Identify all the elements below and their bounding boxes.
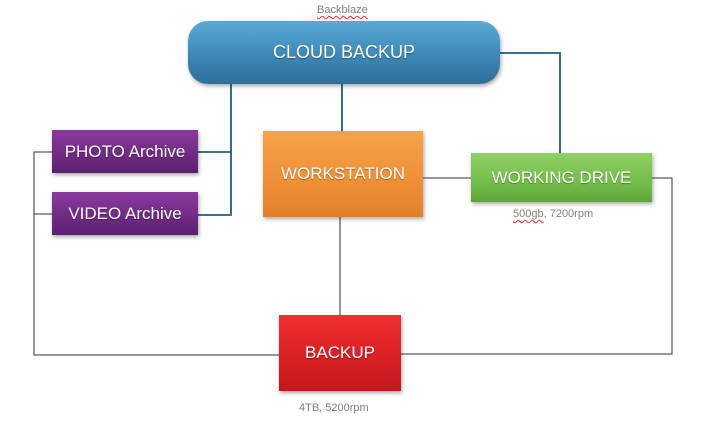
working-drive-node[interactable]: WORKING DRIVE: [471, 153, 652, 202]
video-archive-label: VIDEO Archive: [68, 203, 182, 223]
backup-caption-text: 4TB, 5200rpm: [299, 402, 369, 414]
backup-node[interactable]: BACKUP: [279, 315, 401, 391]
connector-cloud-to-archives: [198, 84, 232, 216]
cloud-backup-caption-text: Backblaze: [317, 4, 368, 16]
cloud-backup-node[interactable]: CLOUD BACKUP: [188, 21, 500, 84]
photo-archive-label: PHOTO Archive: [64, 141, 186, 161]
working-drive-label: WORKING DRIVE: [491, 167, 632, 187]
working-drive-caption: 500gb, 7200rpm: [513, 208, 593, 220]
photo-archive-node[interactable]: PHOTO Archive: [52, 130, 198, 173]
connector-drive-to-backup: [401, 177, 673, 355]
connector-archives-to-backup: [33, 151, 279, 356]
working-drive-caption-size: 500gb: [513, 208, 544, 220]
cloud-backup-caption: Backblaze: [317, 4, 368, 16]
working-drive-caption-speed: , 7200rpm: [543, 208, 594, 220]
connector-cloud-to-working-drive: [500, 52, 561, 153]
backup-caption: 4TB, 5200rpm: [299, 402, 369, 414]
video-archive-node[interactable]: VIDEO Archive: [52, 192, 198, 235]
backup-label: BACKUP: [305, 343, 375, 362]
workstation-label: WORKSTATION: [280, 164, 406, 183]
cloud-backup-label: CLOUD BACKUP: [272, 42, 416, 62]
workstation-node[interactable]: WORKSTATION: [263, 131, 423, 217]
